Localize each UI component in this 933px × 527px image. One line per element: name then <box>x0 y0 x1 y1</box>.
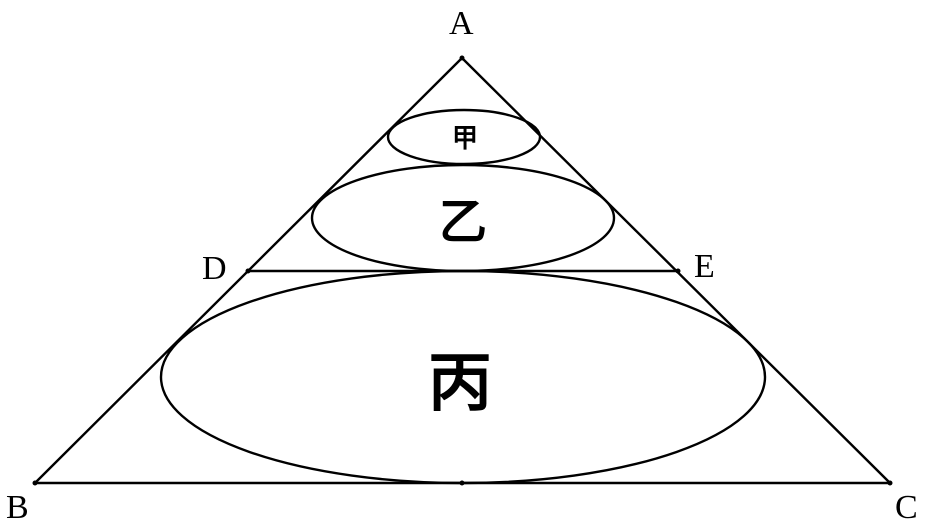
point-d <box>245 268 251 274</box>
point-c <box>887 480 893 486</box>
region-label-jia: 甲 <box>452 124 478 154</box>
point-bc-midpoint <box>459 480 465 486</box>
label-d: D <box>202 250 227 287</box>
label-a: A <box>449 5 474 42</box>
label-b: B <box>6 489 29 526</box>
region-label-bing: 丙 <box>428 347 492 421</box>
region-label-yi: 乙 <box>439 194 487 250</box>
point-e <box>675 268 681 274</box>
point-b <box>32 480 38 486</box>
label-e: E <box>694 248 715 285</box>
label-c: C <box>895 489 918 526</box>
point-a <box>459 55 465 61</box>
